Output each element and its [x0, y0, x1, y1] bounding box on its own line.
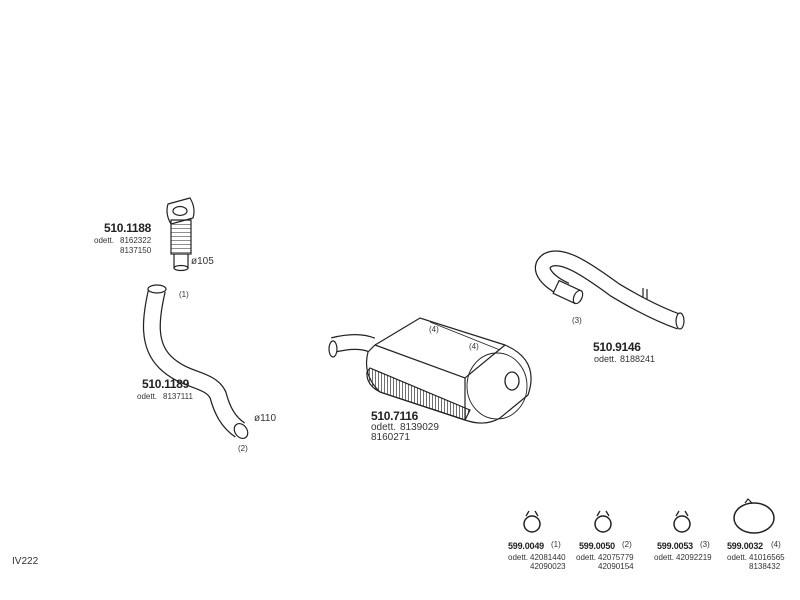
front-pipe-code: 510.1189	[142, 377, 189, 391]
flex-pipe-ref-1: 8162322	[120, 236, 152, 245]
muffler-drawing	[328, 317, 532, 424]
clamp-2-drawing	[594, 510, 612, 533]
clamp-1-ref-prefix: odett.	[508, 553, 529, 562]
clamp-4-ref-1: 41016565	[749, 553, 785, 562]
clamp-3-drawing	[673, 510, 691, 533]
clamp-2-mark: (2)	[622, 540, 632, 549]
muffler-ref-prefix: odett.	[371, 422, 397, 433]
muffler-ref-1: 8139029	[400, 422, 439, 433]
clamp-3-mark: (3)	[700, 540, 710, 549]
front-pipe-ref-prefix: odett.	[137, 392, 158, 401]
muffler-mark-b: (4)	[469, 342, 479, 351]
clamp-3-ref-prefix: odett.	[654, 553, 675, 562]
flex-pipe-drawing	[166, 197, 195, 272]
clamp-1-ref-2: 42090023	[530, 562, 566, 571]
flex-pipe-ref-prefix: odett.	[94, 236, 115, 245]
flex-pipe-diameter: ø105	[191, 256, 214, 267]
clamp-1-code: 599.0049	[508, 541, 544, 551]
clamp-4-mark: (4)	[771, 540, 781, 549]
front-pipe-drawing	[142, 284, 249, 440]
flex-pipe-ref-2: 8137150	[120, 246, 152, 255]
front-pipe-diameter: ø110	[254, 413, 277, 424]
tail-pipe-drawing	[534, 250, 685, 330]
clamp-4-code: 599.0032	[727, 541, 763, 551]
clamp-1-drawing	[523, 510, 541, 533]
muffler-code: 510.7116	[371, 409, 418, 423]
flex-pipe-code: 510.1188	[104, 221, 151, 235]
tail-pipe-ref-1: 8188241	[620, 354, 656, 364]
tail-pipe-code: 510.9146	[593, 340, 641, 354]
clamp-4-ref-2: 8138432	[749, 562, 781, 571]
muffler-mark-a: (4)	[429, 325, 439, 334]
clamp-3-code: 599.0053	[657, 541, 693, 551]
front-pipe-mark-bottom: (2)	[238, 444, 248, 453]
clamp-2-ref-1: 42075779	[598, 553, 634, 562]
clamp-4-drawing	[733, 498, 775, 534]
tail-pipe-ref-prefix: odett.	[594, 354, 617, 364]
muffler-ref-2: 8160271	[371, 432, 410, 443]
clamp-2-ref-2: 42090154	[598, 562, 634, 571]
diagram-id: IV222	[12, 556, 39, 567]
front-pipe-ref-1: 8137111	[163, 392, 193, 401]
clamp-3-ref-1: 42092219	[676, 553, 712, 562]
tail-pipe-mark: (3)	[572, 316, 582, 325]
clamp-2-ref-prefix: odett.	[576, 553, 597, 562]
clamp-drawings	[523, 498, 775, 534]
clamp-1-mark: (1)	[551, 540, 561, 549]
clamp-1-ref-1: 42081440	[530, 553, 566, 562]
clamp-4-ref-prefix: odett.	[727, 553, 748, 562]
clamp-2-code: 599.0050	[579, 541, 615, 551]
front-pipe-mark-top: (1)	[179, 290, 189, 299]
